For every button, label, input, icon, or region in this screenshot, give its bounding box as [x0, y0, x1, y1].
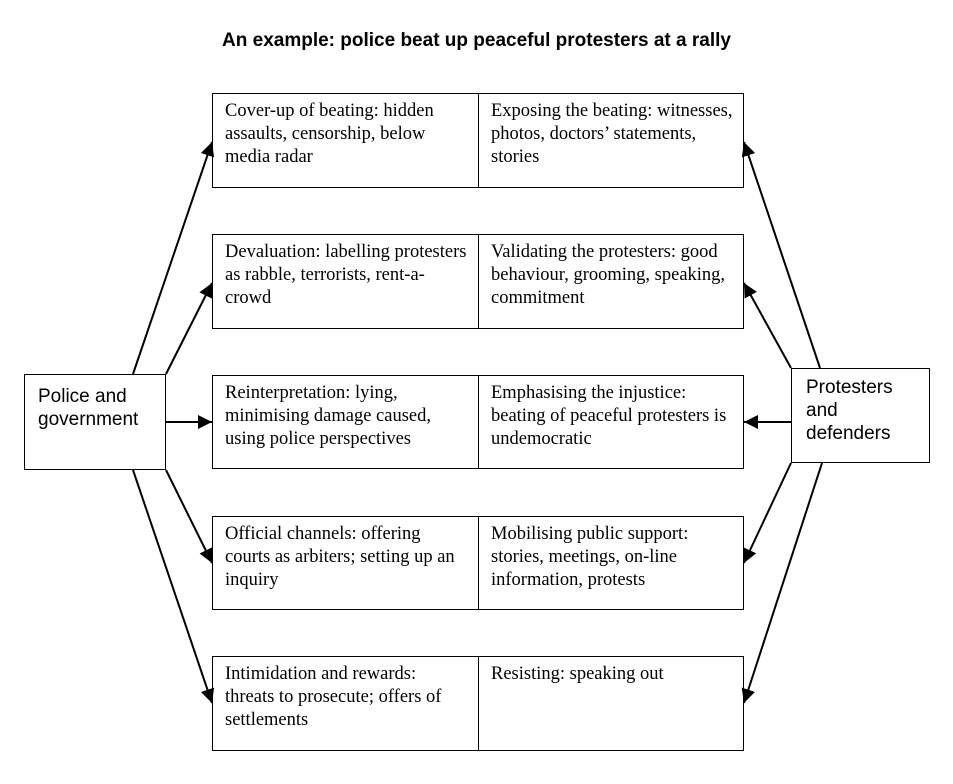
tactic-row-cover-up: Cover-up of beating: hidden assaults, ce… [212, 93, 744, 188]
counter-tactic-exposing: Exposing the beating: witnesses, photos,… [478, 94, 743, 187]
tactic-row-official-channels: Official channels: offering courts as ar… [212, 516, 744, 610]
arrow-left-to-row-2 [165, 282, 213, 375]
counter-tactic-resisting: Resisting: speaking out [478, 657, 743, 750]
police-tactic-official-channels: Official channels: offering courts as ar… [225, 524, 455, 590]
arrow-left-to-row-5 [132, 469, 215, 704]
arrow-left-to-row-4 [165, 469, 213, 564]
arrow-right-to-row-1 [741, 141, 821, 369]
diagram-title: An example: police beat up peaceful prot… [222, 30, 731, 51]
arrow-left-to-row-1 [132, 141, 215, 375]
police-government-box: Police and government [24, 374, 166, 470]
arrow-right-to-row-4 [743, 462, 792, 564]
police-tactic-intimidation: Intimidation and rewards: threats to pro… [225, 664, 442, 730]
arrow-right-to-row-2 [743, 282, 792, 369]
police-tactic-reinterpretation: Reinterpretation: lying, minimising dama… [225, 383, 432, 449]
tactic-row-intimidation: Intimidation and rewards: threats to pro… [212, 656, 744, 751]
tactic-row-devaluation: Devaluation: labelling protesters as rab… [212, 234, 744, 329]
police-tactic-devaluation: Devaluation: labelling protesters as rab… [225, 242, 467, 308]
counter-tactic-mobilising-support: Mobilising public support: stories, meet… [478, 517, 743, 609]
protesters-defenders-box: Protesters and defenders [791, 368, 930, 463]
police-tactic-cover-up: Cover-up of beating: hidden assaults, ce… [225, 101, 434, 167]
arrow-right-to-row-5 [741, 462, 823, 704]
tactic-row-reinterpretation: Reinterpretation: lying, minimising dama… [212, 375, 744, 469]
counter-tactic-validating: Validating the protesters: good behaviou… [478, 235, 743, 328]
counter-tactic-emphasising-injustice: Emphasising the injustice: beating of pe… [478, 376, 743, 468]
